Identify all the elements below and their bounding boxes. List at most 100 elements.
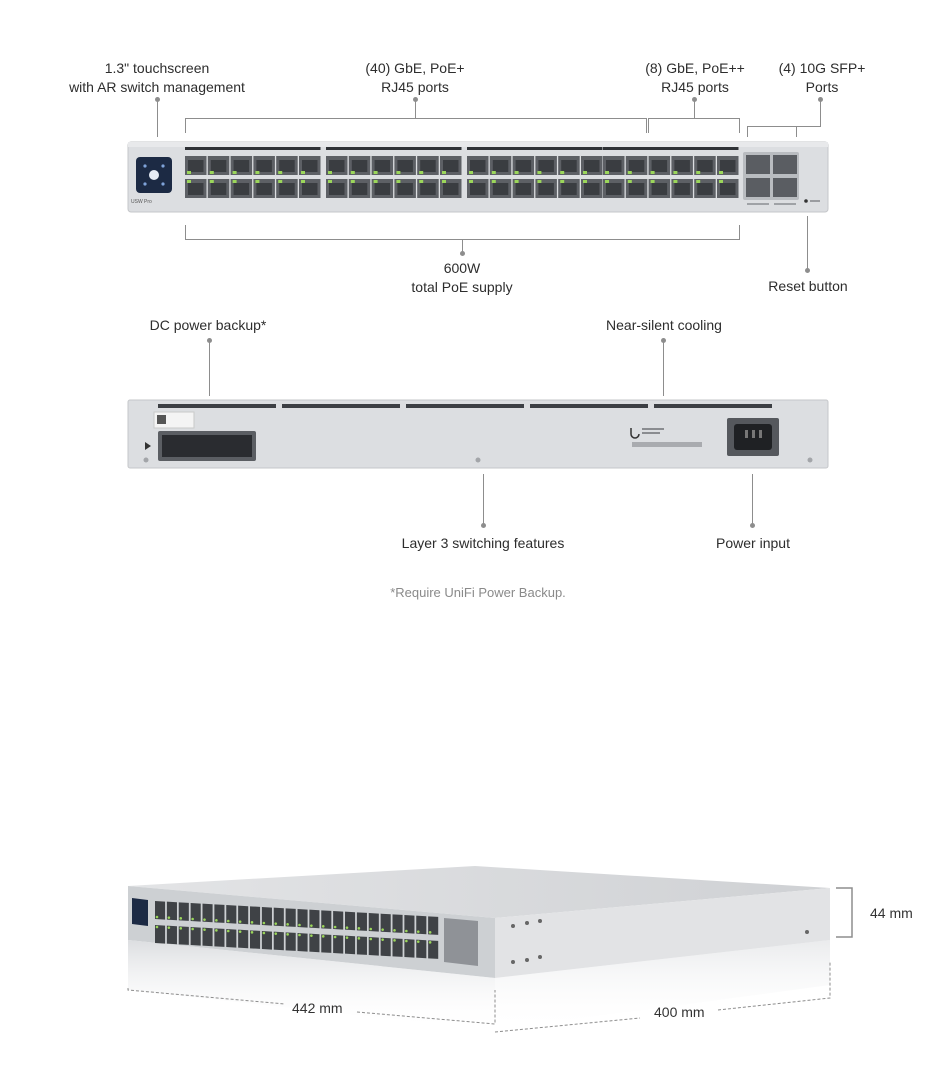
iso-port-led bbox=[179, 917, 183, 920]
port-led bbox=[396, 180, 401, 183]
rj45-port-socket bbox=[492, 160, 509, 172]
port-led bbox=[419, 171, 424, 174]
iso-rj45-port bbox=[309, 933, 320, 953]
layer3-label: Layer 3 switching features bbox=[401, 535, 565, 551]
gbe-poe-plus-callout-dot bbox=[413, 97, 418, 102]
iso-port-led bbox=[167, 916, 171, 919]
port-led bbox=[696, 171, 701, 174]
port-led bbox=[232, 171, 237, 174]
iso-port-led bbox=[262, 921, 266, 925]
port-led bbox=[232, 180, 237, 183]
reset-label: Reset button bbox=[768, 278, 848, 294]
port-led bbox=[560, 171, 565, 174]
port-led bbox=[514, 171, 519, 174]
port-led bbox=[673, 180, 678, 183]
rj45-port-socket bbox=[470, 183, 486, 195]
iso-rj45-port bbox=[155, 901, 166, 920]
rj45-port-socket bbox=[351, 160, 368, 172]
iso-rj45-port bbox=[428, 940, 439, 959]
iso-rj45-port bbox=[285, 908, 296, 927]
rj45-port-socket bbox=[397, 183, 413, 195]
back-chassis bbox=[127, 399, 829, 469]
iso-port-led bbox=[215, 919, 218, 922]
rj45-port-socket bbox=[606, 160, 622, 172]
poe-supply-label: 600W total PoE supply bbox=[411, 260, 513, 295]
iso-rj45-port bbox=[333, 911, 344, 930]
port-led bbox=[491, 180, 496, 183]
width-dimension-right bbox=[356, 990, 496, 1025]
iso-chassis bbox=[128, 866, 830, 1030]
sfp-cage bbox=[743, 152, 799, 205]
iso-ports-group bbox=[155, 901, 439, 959]
rj45-port-socket bbox=[279, 160, 295, 172]
port-led bbox=[514, 180, 519, 183]
iso-port-led bbox=[286, 923, 289, 926]
iso-rj45-port bbox=[345, 911, 356, 931]
port-led bbox=[350, 171, 355, 174]
reset-callout-dot bbox=[805, 268, 810, 273]
iso-port-led bbox=[238, 930, 242, 933]
iso-rj45-port bbox=[178, 926, 189, 945]
iso-rj45-port bbox=[392, 938, 403, 957]
iso-rj45-port bbox=[202, 927, 213, 947]
iso-port-led bbox=[298, 923, 301, 927]
port-led bbox=[583, 180, 587, 183]
iso-rj45-port bbox=[190, 927, 201, 946]
iso-port-led bbox=[238, 920, 242, 923]
rj45-port-socket bbox=[188, 160, 204, 172]
rj45-port-socket bbox=[351, 183, 368, 195]
gbe-poe-plusplus-bracket bbox=[648, 118, 740, 133]
gbe-poe-plusplus-callout-dot bbox=[692, 97, 697, 102]
height-dimension-label: 44 mm bbox=[870, 905, 913, 921]
power-input-label: Power input bbox=[716, 535, 790, 551]
rj45-port-socket bbox=[720, 183, 736, 195]
touchscreen-callout-line bbox=[157, 99, 158, 137]
iso-port-led bbox=[262, 931, 266, 935]
rj45-port-socket bbox=[584, 160, 600, 172]
iso-rj45-port bbox=[321, 910, 332, 929]
rj45-port-socket bbox=[538, 183, 554, 195]
port-led bbox=[209, 171, 214, 174]
iso-port-led bbox=[416, 930, 420, 933]
iso-port-led bbox=[357, 927, 361, 930]
iso-rj45-port bbox=[273, 931, 284, 951]
layer3-callout-line bbox=[483, 474, 484, 526]
iso-rj45-port bbox=[273, 907, 284, 927]
iso-rj45-port bbox=[155, 925, 166, 944]
iso-port-led bbox=[405, 939, 408, 943]
layer3-callout-dot bbox=[481, 523, 486, 528]
rj45-port-socket bbox=[470, 160, 486, 172]
iso-port-led bbox=[333, 935, 337, 939]
port-led bbox=[301, 171, 305, 174]
iso-port-led bbox=[274, 932, 278, 935]
port-led bbox=[442, 180, 446, 183]
port-group-bar bbox=[603, 147, 739, 150]
iso-port-led bbox=[381, 938, 384, 941]
iso-rj45-port bbox=[261, 931, 272, 950]
iso-port-led bbox=[191, 927, 194, 931]
iso-port-led bbox=[226, 929, 230, 933]
iso-rj45-port bbox=[166, 925, 177, 945]
port-led bbox=[373, 171, 378, 174]
port-led bbox=[537, 171, 542, 174]
rj45-port-socket bbox=[443, 160, 459, 172]
rj45-port-socket bbox=[515, 183, 532, 195]
touchscreen-label: 1.3" touchscreen with AR switch manageme… bbox=[69, 60, 245, 95]
port-led bbox=[419, 180, 424, 183]
rj45-port-socket bbox=[674, 160, 690, 172]
iso-rj45-port bbox=[214, 904, 225, 923]
rj45-port-socket bbox=[374, 183, 391, 195]
iso-rj45-port bbox=[285, 932, 296, 951]
width-dimension bbox=[127, 988, 286, 1005]
port-group-bar bbox=[467, 147, 603, 150]
cooling-callout-dot bbox=[661, 338, 666, 343]
footnote: *Require UniFi Power Backup. bbox=[390, 585, 566, 600]
port-led bbox=[187, 180, 191, 183]
gbe-poe-plusplus-label: (8) GbE, PoE++ RJ45 ports bbox=[645, 60, 745, 95]
iso-rj45-port bbox=[202, 903, 213, 923]
reset-button-hole bbox=[804, 199, 820, 203]
rj45-port-socket bbox=[606, 183, 622, 195]
port-led bbox=[255, 171, 260, 174]
rj45-port-socket bbox=[302, 160, 318, 172]
